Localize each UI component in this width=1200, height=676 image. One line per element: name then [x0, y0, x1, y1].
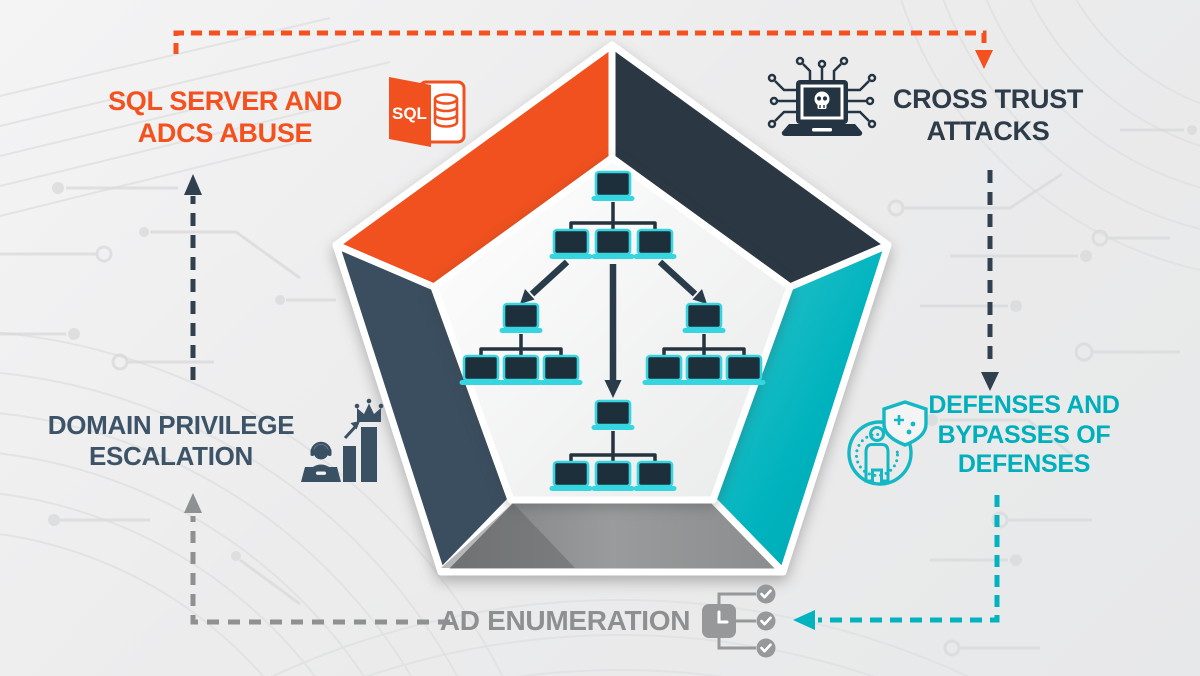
laptop-node	[591, 170, 635, 201]
arrowhead-up-gray	[184, 493, 202, 513]
pentagon	[332, 41, 892, 576]
flow-arrow-sql-to-crosstrust	[173, 30, 987, 54]
label-line: DEFENSES	[957, 450, 1091, 478]
ad-tree-diagram	[459, 170, 766, 491]
svg-text:SQL: SQL	[392, 104, 427, 123]
label-line: DOMAIN PRIVILEGE	[47, 410, 295, 440]
laptop-node	[591, 460, 635, 491]
flow-arrow-adenum-to-privesc	[190, 516, 450, 625]
arrowhead-down-navy	[981, 372, 999, 391]
laptop-node	[549, 460, 593, 491]
tree-arrows	[529, 259, 698, 381]
laptop-node	[539, 354, 583, 385]
privilege-crown-chart-icon	[301, 398, 384, 482]
label-line: AD ENUMERATION	[439, 605, 691, 636]
shield-person-icon	[847, 400, 928, 486]
label-line: CROSS TRUST	[892, 84, 1084, 114]
flow-arrow-defenses-to-adenum	[818, 495, 1000, 623]
laptop-node	[682, 354, 726, 385]
laptop-node	[459, 354, 503, 385]
hacked-laptop-skull-icon	[767, 56, 877, 136]
section-label-ad-enumeration: AD ENUMERATION	[430, 604, 700, 637]
laptop-node	[642, 354, 686, 385]
laptop-node	[499, 354, 543, 385]
label-line: ESCALATION	[88, 440, 254, 471]
laptop-node	[499, 302, 543, 333]
label-line: SQL SERVER AND	[108, 86, 342, 116]
section-label-domain-privilege-escalation: DOMAIN PRIVILEGE ESCALATION	[38, 410, 304, 471]
arrowhead-down-orange	[975, 50, 993, 69]
laptop-node	[682, 302, 726, 333]
tree-connectors	[479, 202, 746, 462]
section-label-sql-adcs-abuse: SQL SERVER AND ADCS ABUSE	[70, 86, 380, 150]
aura-dots	[855, 433, 899, 477]
section-label-defenses-bypasses: DEFENSES AND BYPASSES OF DEFENSES	[918, 391, 1130, 480]
section-label-cross-trust-attacks: CROSS TRUST ATTACKS	[878, 84, 1098, 148]
laptop-node	[633, 228, 677, 259]
laptop-node	[549, 228, 593, 259]
tree-arrowheads	[520, 289, 707, 398]
arrowhead-up-navy	[184, 174, 202, 195]
label-line: ATTACKS	[926, 115, 1050, 146]
label-line: BYPASSES OF	[937, 420, 1111, 449]
label-line: DEFENSES AND	[928, 391, 1120, 419]
label-line: ADCS ABUSE	[137, 117, 313, 148]
laptop-node	[722, 354, 766, 385]
checklist-clock-icon	[702, 584, 776, 658]
laptop-node	[633, 460, 677, 491]
sql-database-icon: SQL	[389, 77, 466, 147]
pentagon-bottom-shade	[441, 503, 575, 568]
laptop-node	[591, 228, 635, 259]
arrowhead-left-teal	[793, 610, 815, 630]
laptop-node	[591, 399, 635, 430]
skull-glyph	[814, 91, 830, 109]
